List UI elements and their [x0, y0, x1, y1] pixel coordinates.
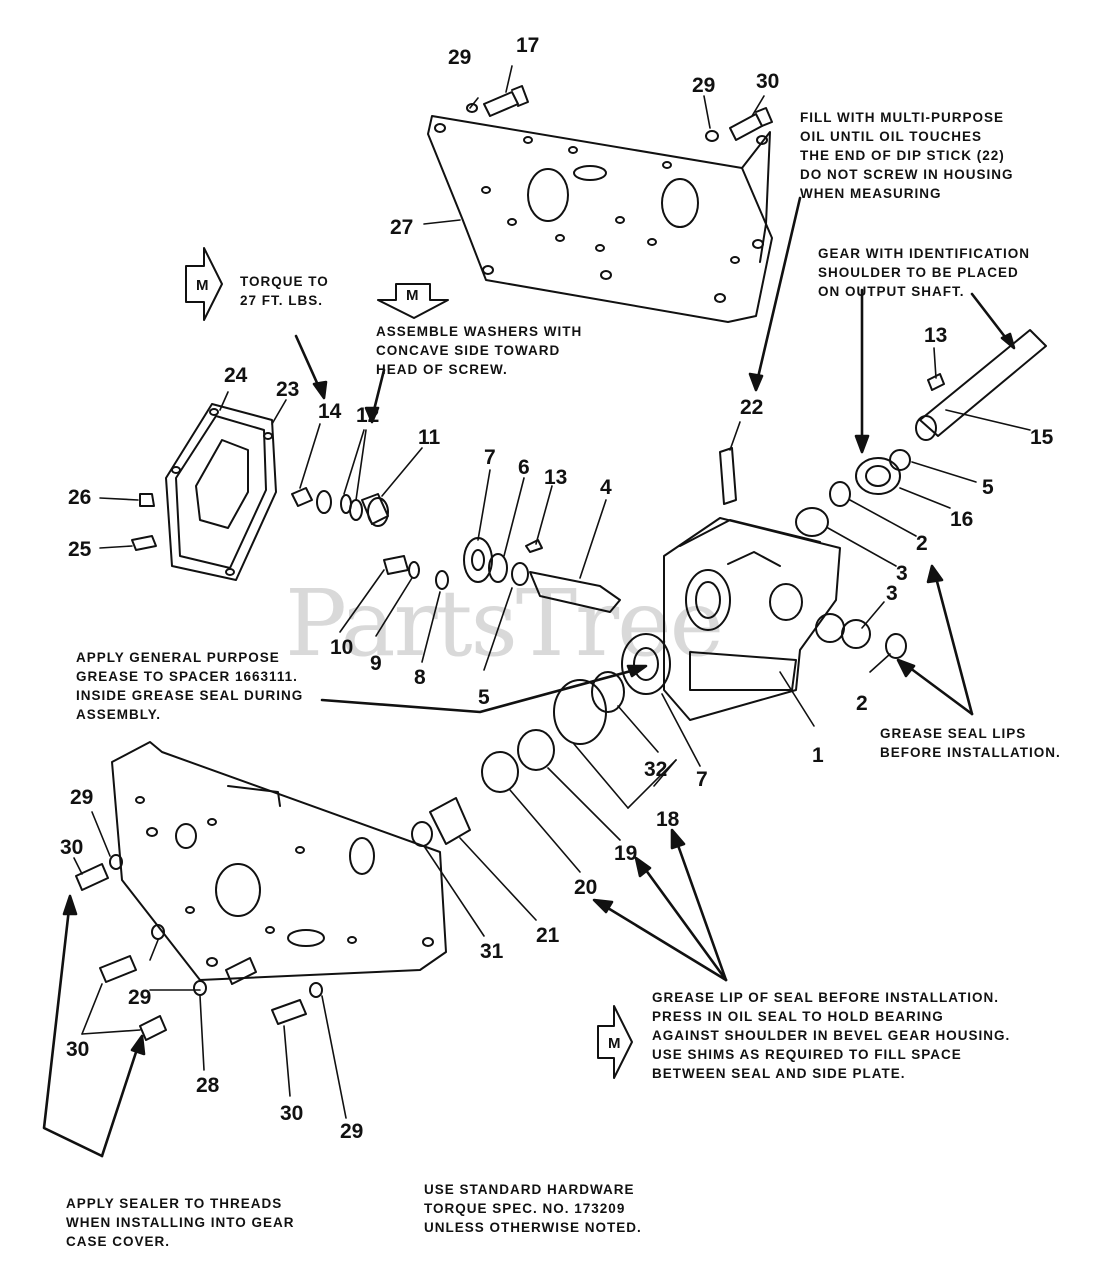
- part-label: 30: [60, 836, 83, 859]
- note-washers: ASSEMBLE WASHERS WITH CONCAVE SIDE TOWAR…: [376, 324, 583, 377]
- part-label: 12: [356, 404, 379, 427]
- note-grease-seal-lips: GREASE SEAL LIPS BEFORE INSTALLATION.: [880, 726, 1061, 760]
- part-label: 7: [484, 446, 496, 469]
- part-label: 24: [224, 364, 248, 387]
- note-standard-hardware: USE STANDARD HARDWARE TORQUE SPEC. NO. 1…: [424, 1182, 642, 1235]
- part-label: 22: [740, 396, 763, 419]
- note-fill-oil: FILL WITH MULTI-PURPOSE OIL UNTIL OIL TO…: [800, 110, 1014, 201]
- part-label: 29: [70, 786, 93, 809]
- part-label: 31: [480, 940, 504, 963]
- part-label: 6: [518, 456, 530, 479]
- note-apply-sealer: APPLY SEALER TO THREADS WHEN INSTALLING …: [66, 1196, 295, 1249]
- part-label: 3: [896, 562, 908, 585]
- part-label: 30: [280, 1102, 303, 1125]
- bearing-and-shaft: [463, 537, 621, 613]
- dipstick-22: [719, 447, 737, 505]
- part-label: 5: [478, 686, 490, 709]
- seals-and-shims: [481, 633, 671, 793]
- input-parts: [291, 487, 389, 527]
- part-label: 13: [924, 324, 947, 347]
- part-label: 32: [644, 758, 667, 781]
- screw-25: [131, 535, 157, 551]
- svg-text:M: M: [406, 287, 419, 304]
- top-cover-plate: [427, 115, 773, 323]
- part-label: 13: [544, 466, 567, 489]
- marker-m-washers: M: [377, 283, 449, 319]
- part-label: 30: [66, 1038, 89, 1061]
- part-label: 2: [856, 692, 868, 715]
- leader-lines: [73, 65, 1031, 1119]
- part-label: 29: [448, 46, 471, 69]
- svg-text:M: M: [608, 1035, 621, 1052]
- marker-m-torque: M: [185, 247, 223, 321]
- part-label: 4: [600, 476, 612, 499]
- left-cover: [165, 403, 277, 581]
- part-label: 8: [414, 666, 426, 689]
- svg-text:M: M: [196, 277, 209, 294]
- marker-m-seal: M: [597, 1005, 633, 1079]
- bushings-right: [795, 481, 907, 659]
- gear-housing: [663, 517, 845, 721]
- top-bolts: [466, 85, 773, 142]
- part-label: 15: [1030, 426, 1054, 449]
- part-label: 16: [950, 508, 973, 531]
- part-label: 28: [196, 1074, 220, 1097]
- note-grease-spacer: APPLY GENERAL PURPOSE GREASE TO SPACER 1…: [76, 650, 304, 722]
- watermark: PartsTree: [285, 570, 724, 677]
- arrows: [42, 196, 1016, 1158]
- bottom-bolts: [75, 854, 323, 1041]
- part-label: 17: [516, 34, 539, 57]
- part-label: 27: [390, 216, 413, 239]
- plug-26: [139, 493, 155, 507]
- part-label: 11: [418, 426, 441, 449]
- part-label: 29: [128, 986, 151, 1009]
- part-labels: 17 29 29 30 27 24 23 14 12 11 26 25 7 6 …: [60, 34, 1054, 1143]
- part-label: 2: [916, 532, 928, 555]
- part-label: 23: [276, 378, 299, 401]
- part-label: 21: [536, 924, 560, 947]
- part-label: 14: [318, 400, 342, 423]
- output-shaft-and-gear: [855, 329, 1047, 495]
- part-label: 20: [574, 876, 597, 899]
- note-torque: TORQUE TO 27 FT. LBS.: [240, 274, 329, 308]
- part-label: 29: [692, 74, 715, 97]
- note-grease-lip-of-seal: GREASE LIP OF SEAL BEFORE INSTALLATION. …: [652, 990, 1011, 1081]
- side-plate: [111, 741, 447, 981]
- part-label: 5: [982, 476, 994, 499]
- part-label: 26: [68, 486, 91, 509]
- part-label: 29: [340, 1120, 363, 1143]
- part-label: 25: [68, 538, 92, 561]
- part-label: 9: [370, 652, 382, 675]
- part-label: 30: [756, 70, 779, 93]
- note-gear-identification: GEAR WITH IDENTIFICATION SHOULDER TO BE …: [818, 246, 1030, 299]
- part-label: 18: [656, 808, 680, 831]
- part-label: 19: [614, 842, 637, 865]
- part-label: 3: [886, 582, 898, 605]
- part-label: 10: [330, 636, 353, 659]
- part-label: 7: [696, 768, 708, 791]
- part-label: 1: [812, 744, 824, 767]
- shaft-small-parts: [383, 555, 449, 590]
